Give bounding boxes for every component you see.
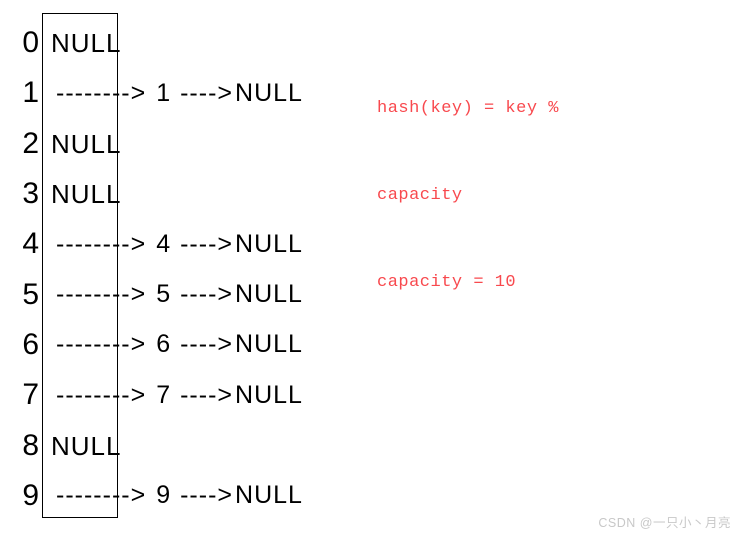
- node-arrow: ---->: [180, 330, 234, 359]
- chain-null-label: NULL: [235, 280, 303, 309]
- chain-node-value: 7: [156, 380, 171, 409]
- bucket-arrow: -------->: [56, 229, 147, 258]
- chain-node-value: 4: [156, 229, 171, 258]
- formula-line: hash(key) = key %: [377, 99, 559, 118]
- watermark: CSDN @一只小丶月亮: [598, 516, 731, 530]
- bucket-arrow: -------->: [56, 280, 147, 309]
- node-arrow: ---->: [180, 229, 234, 258]
- bucket-row-4: 4 --------> 4 ---->NULL: [0, 219, 480, 269]
- bucket-index: 2: [22, 126, 39, 160]
- chain-node-value: 6: [156, 330, 171, 359]
- bucket-index: 0: [22, 26, 39, 60]
- bucket-arrow: -------->: [56, 380, 147, 409]
- bucket-chain: --------> 4 ---->NULL: [56, 229, 303, 258]
- bucket-chain: --------> 5 ---->NULL: [56, 282, 303, 307]
- bucket-arrow: -------->: [56, 330, 147, 359]
- chain-null-label: NULL: [235, 380, 303, 409]
- array-box: [42, 13, 118, 518]
- bucket-row-7: 7 --------> 7 ---->NULL: [0, 370, 480, 420]
- bucket-chain: --------> 7 ---->NULL: [56, 380, 303, 409]
- bucket-arrow: -------->: [56, 481, 147, 510]
- formula-line: capacity: [377, 186, 463, 205]
- bucket-arrow: -------->: [56, 78, 147, 107]
- null-label: NULL: [51, 430, 122, 461]
- bucket-row-2: 2 NULL: [0, 119, 480, 169]
- node-arrow: ---->: [180, 380, 234, 409]
- node-arrow: ---->: [180, 481, 234, 510]
- bucket-row-1: 1 --------> 1 ---->NULL: [0, 68, 480, 118]
- null-label: NULL: [51, 28, 122, 59]
- null-label: NULL: [51, 179, 122, 210]
- bucket-row-6: 6 --------> 6 ---->NULL: [0, 320, 480, 370]
- bucket-row-3: 3 NULL: [0, 169, 480, 219]
- formula-line: capacity = 10: [377, 273, 517, 292]
- bucket-index: 4: [22, 227, 39, 261]
- chain-node-value: 5: [156, 280, 171, 309]
- bucket-row-5: 5 --------> 5 ---->NULL: [0, 269, 480, 319]
- bucket-index: 1: [22, 76, 39, 110]
- bucket-index: 6: [22, 327, 39, 361]
- chain-null-label: NULL: [235, 78, 303, 107]
- bucket-index: 3: [22, 177, 39, 211]
- bucket-index: 5: [22, 277, 39, 311]
- chain-null-label: NULL: [235, 330, 303, 359]
- chain-null-label: NULL: [235, 229, 303, 258]
- bucket-row-0: 0 NULL: [0, 18, 480, 68]
- bucket-row-8: 8 NULL: [0, 420, 480, 470]
- bucket-index: 7: [22, 378, 39, 412]
- chain-node-value: 9: [156, 481, 171, 510]
- node-arrow: ---->: [180, 78, 234, 107]
- null-label: NULL: [51, 128, 122, 159]
- chain-null-label: NULL: [235, 481, 303, 510]
- bucket-index: 9: [22, 478, 39, 512]
- chain-node-value: 1: [156, 78, 171, 107]
- bucket-chain: --------> 1 ---->NULL: [56, 78, 303, 107]
- bucket-chain: --------> 9 ---->NULL: [56, 483, 303, 508]
- bucket-chain: --------> 6 ---->NULL: [56, 332, 303, 357]
- bucket-index: 8: [22, 428, 39, 462]
- hash-formula-annotation: hash(key) = key % capacity capacity = 10: [377, 36, 559, 355]
- node-arrow: ---->: [180, 280, 234, 309]
- bucket-row-9: 9 --------> 9 ---->NULL: [0, 471, 480, 521]
